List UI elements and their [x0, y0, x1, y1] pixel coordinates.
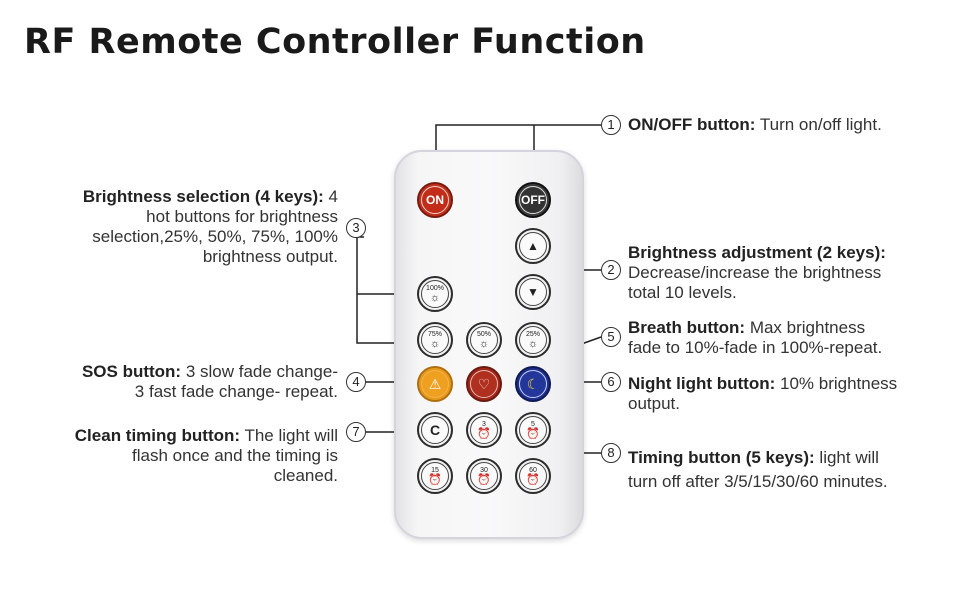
alarm-clock-icon: ⏰ — [526, 427, 540, 440]
timer-15-button[interactable]: 15⏰ — [417, 458, 453, 494]
clean-timing-label: C — [421, 416, 449, 444]
sun-icon: ☼ — [429, 291, 441, 304]
annotation-brightness-selection: Brightness selection (4 keys): 4 hot but… — [82, 187, 338, 266]
page-title: RF Remote Controller Function — [24, 22, 646, 62]
on-button[interactable]: ON — [417, 182, 453, 218]
brightness-100-label: 100% — [426, 284, 444, 292]
sun-icon: ☼ — [429, 337, 441, 350]
timer-30-button[interactable]: 30⏰ — [466, 458, 502, 494]
sos-button[interactable]: ⚠ — [417, 366, 453, 402]
brightness-50-button[interactable]: 50%☼ — [466, 322, 502, 358]
sun-icon: ☼ — [527, 337, 539, 350]
timer-5-label: 5 — [531, 420, 535, 428]
timer-60-button[interactable]: 60⏰ — [515, 458, 551, 494]
timer-3-button[interactable]: 3⏰ — [466, 412, 502, 448]
brightness-up-button[interactable]: ▲ — [515, 228, 551, 264]
callout-number-3: 3 — [346, 218, 366, 238]
annotation-night-light: Night light button: 10% brightness outpu… — [628, 374, 898, 413]
alarm-clock-icon: ⏰ — [526, 473, 540, 486]
callout-number-6: 6 — [601, 372, 621, 392]
annotation-clean-timing: Clean timing button: The light will flas… — [74, 426, 338, 485]
timer-30-label: 30 — [480, 466, 488, 474]
brightness-25-button[interactable]: 25%☼ — [515, 322, 551, 358]
annotation-brightness-adjustment: Brightness adjustment (2 keys): Decrease… — [628, 243, 886, 302]
annotation-breath: Breath button: Max brightness fade to 10… — [628, 318, 883, 357]
brightness-50-label: 50% — [476, 330, 491, 338]
callout-number-5: 5 — [601, 327, 621, 347]
timer-60-label: 60 — [529, 466, 537, 474]
brightness-100-button[interactable]: 100%☼ — [417, 276, 453, 312]
timer-15-label: 15 — [431, 466, 439, 474]
arrow-up-icon: ▲ — [527, 239, 539, 253]
alarm-clock-icon: ⏰ — [428, 473, 442, 486]
callout-number-1: 1 — [601, 115, 621, 135]
clean-timing-button[interactable]: C — [417, 412, 453, 448]
moon-icon: ☾ — [526, 376, 540, 392]
arrow-down-icon: ▼ — [527, 285, 539, 299]
remote-body: ON OFF ▲ ▼ 100%☼ 75%☼ 50%☼ 25%☼ ⚠ ♡ ☾ C … — [394, 150, 584, 539]
timer-3-label: 3 — [482, 420, 486, 428]
off-button[interactable]: OFF — [515, 182, 551, 218]
alarm-clock-icon: ⏰ — [477, 427, 491, 440]
brightness-75-button[interactable]: 75%☼ — [417, 322, 453, 358]
heart-icon: ♡ — [477, 376, 491, 392]
breath-button[interactable]: ♡ — [466, 366, 502, 402]
brightness-75-label: 75% — [427, 330, 442, 338]
timer-5-button[interactable]: 5⏰ — [515, 412, 551, 448]
siren-icon: ⚠ — [428, 376, 442, 392]
annotation-timing: Timing button (5 keys): light will turn … — [628, 448, 888, 491]
annotation-sos: SOS button: 3 slow fade change- 3 fast f… — [81, 362, 338, 401]
annotation-onoff: ON/OFF button: Turn on/off light. — [628, 115, 882, 134]
brightness-25-label: 25% — [525, 330, 540, 338]
callout-number-2: 2 — [601, 260, 621, 280]
off-button-label: OFF — [519, 186, 547, 214]
on-button-label: ON — [421, 186, 449, 214]
callout-number-7: 7 — [346, 422, 366, 442]
alarm-clock-icon: ⏰ — [477, 473, 491, 486]
night-light-button[interactable]: ☾ — [515, 366, 551, 402]
brightness-down-button[interactable]: ▼ — [515, 274, 551, 310]
sun-icon: ☼ — [478, 337, 490, 350]
callout-number-8: 8 — [601, 443, 621, 463]
callout-number-4: 4 — [346, 372, 366, 392]
